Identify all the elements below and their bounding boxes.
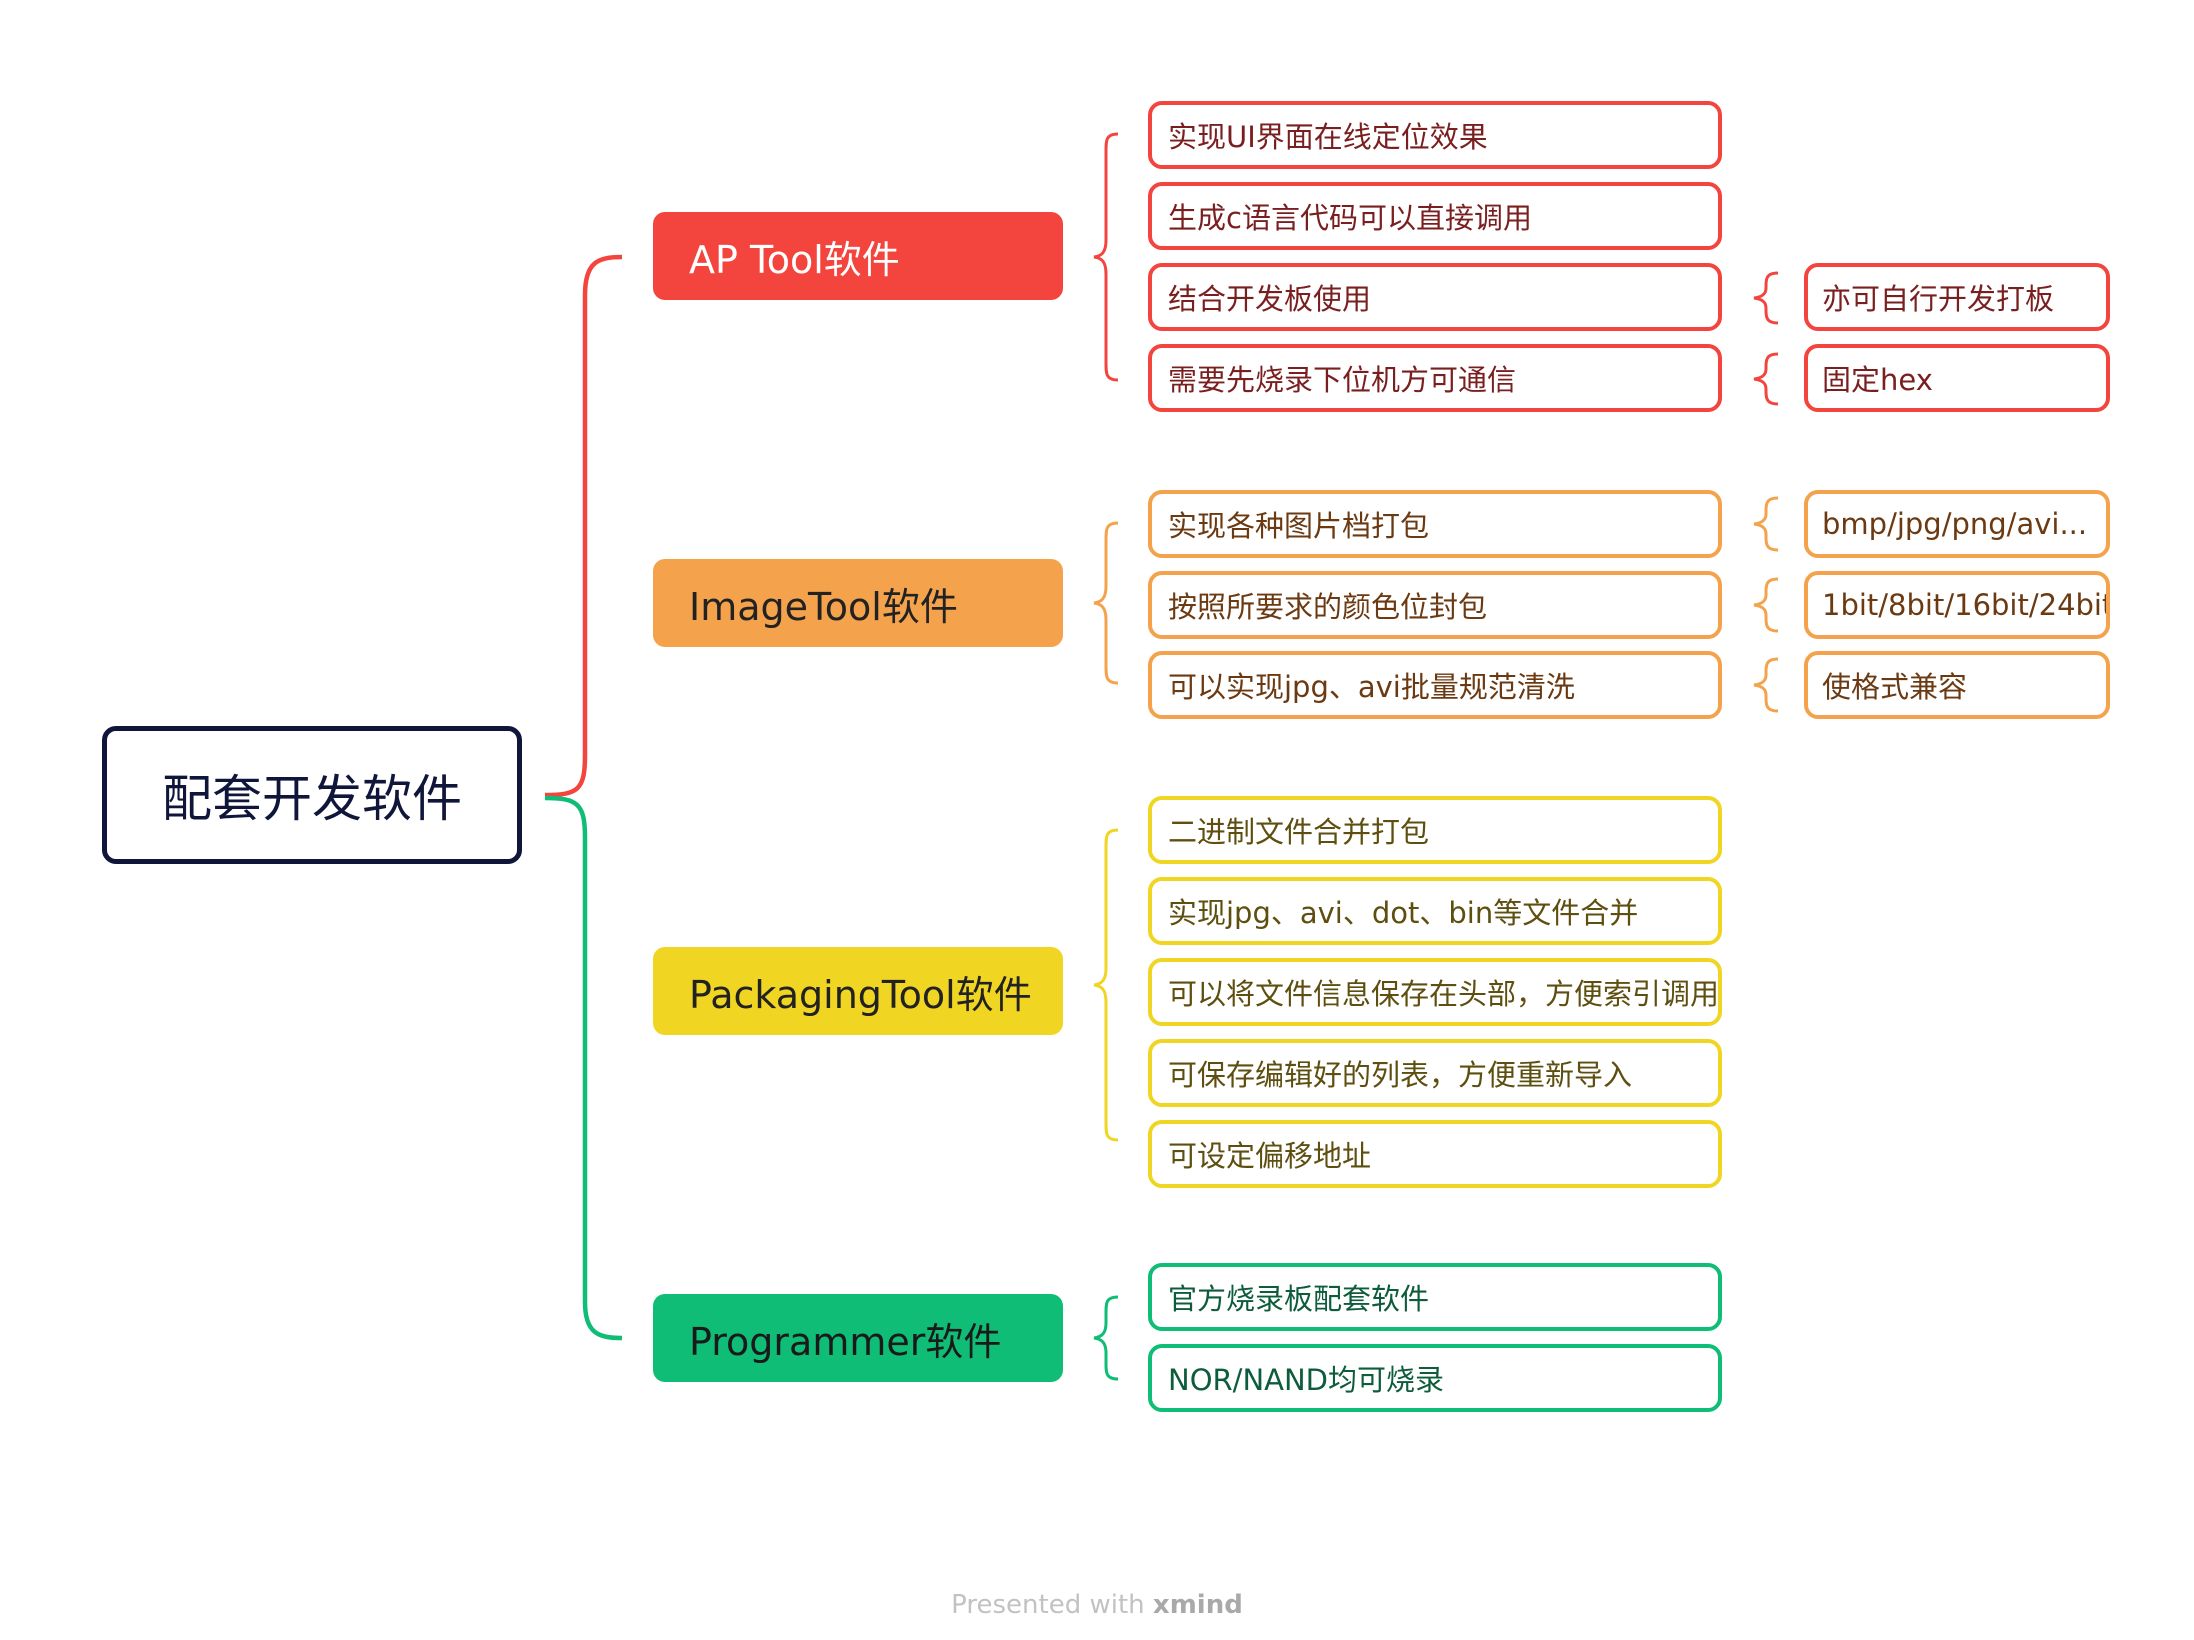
footer-credit: Presented with xmind xyxy=(0,1590,2194,1620)
subtopic-image-3-detail[interactable]: 使格式兼容 xyxy=(1804,651,2110,719)
bracket-programmer xyxy=(1093,1295,1119,1381)
bracket-ap-sub-3 xyxy=(1753,271,1779,325)
subtopic-image-2-detail[interactable]: 1bit/8bit/16bit/24bit xyxy=(1804,571,2110,639)
root-link-programmer xyxy=(544,795,623,1341)
subtopic-ap-3[interactable]: 结合开发板使用 xyxy=(1148,263,1722,331)
subtopic-programmer-2[interactable]: NOR/NAND均可烧录 xyxy=(1148,1344,1722,1412)
subtopic-packaging-5[interactable]: 可设定偏移地址 xyxy=(1148,1120,1722,1188)
subtopic-packaging-2[interactable]: 实现jpg、avi、dot、bin等文件合并 xyxy=(1148,877,1722,945)
subtopic-programmer-1[interactable]: 官方烧录板配套软件 xyxy=(1148,1263,1722,1331)
subtopic-ap-3-detail[interactable]: 亦可自行开发打板 xyxy=(1804,263,2110,331)
subtopic-ap-2[interactable]: 生成c语言代码可以直接调用 xyxy=(1148,182,1722,250)
bracket-ap-tool xyxy=(1093,132,1119,382)
subtopic-image-1-detail[interactable]: bmp/jpg/png/avi... xyxy=(1804,490,2110,558)
bracket-image-sub-2 xyxy=(1753,577,1779,633)
subtopic-packaging-4[interactable]: 可保存编辑好的列表，方便重新导入 xyxy=(1148,1039,1722,1107)
subtopic-ap-1[interactable]: 实现UI界面在线定位效果 xyxy=(1148,101,1722,169)
bracket-image-sub-3 xyxy=(1753,657,1779,713)
subtopic-packaging-1[interactable]: 二进制文件合并打包 xyxy=(1148,796,1722,864)
subtopic-ap-4[interactable]: 需要先烧录下位机方可通信 xyxy=(1148,344,1722,412)
topic-ap-tool[interactable]: AP Tool软件 xyxy=(653,212,1063,300)
subtopic-packaging-3[interactable]: 可以将文件信息保存在头部，方便索引调用 xyxy=(1148,958,1722,1026)
xmind-brand: xmind xyxy=(1152,1590,1243,1620)
bracket-packaging-tool xyxy=(1093,828,1119,1142)
topic-packaging-tool[interactable]: PackagingTool软件 xyxy=(653,947,1063,1035)
bracket-image-tool xyxy=(1093,521,1119,685)
topic-programmer[interactable]: Programmer软件 xyxy=(653,1294,1063,1382)
subtopic-image-3[interactable]: 可以实现jpg、avi批量规范清洗 xyxy=(1148,651,1722,719)
topic-image-tool[interactable]: ImageTool软件 xyxy=(653,559,1063,647)
root-topic[interactable]: 配套开发软件 xyxy=(102,726,522,864)
bracket-image-sub-1 xyxy=(1753,496,1779,552)
root-link-ap-tool xyxy=(544,254,623,798)
bracket-ap-sub-4 xyxy=(1753,352,1779,406)
footer-prefix: Presented with xyxy=(951,1590,1153,1620)
subtopic-image-2[interactable]: 按照所要求的颜色位封包 xyxy=(1148,571,1722,639)
subtopic-image-1[interactable]: 实现各种图片档打包 xyxy=(1148,490,1722,558)
subtopic-ap-4-detail[interactable]: 固定hex xyxy=(1804,344,2110,412)
